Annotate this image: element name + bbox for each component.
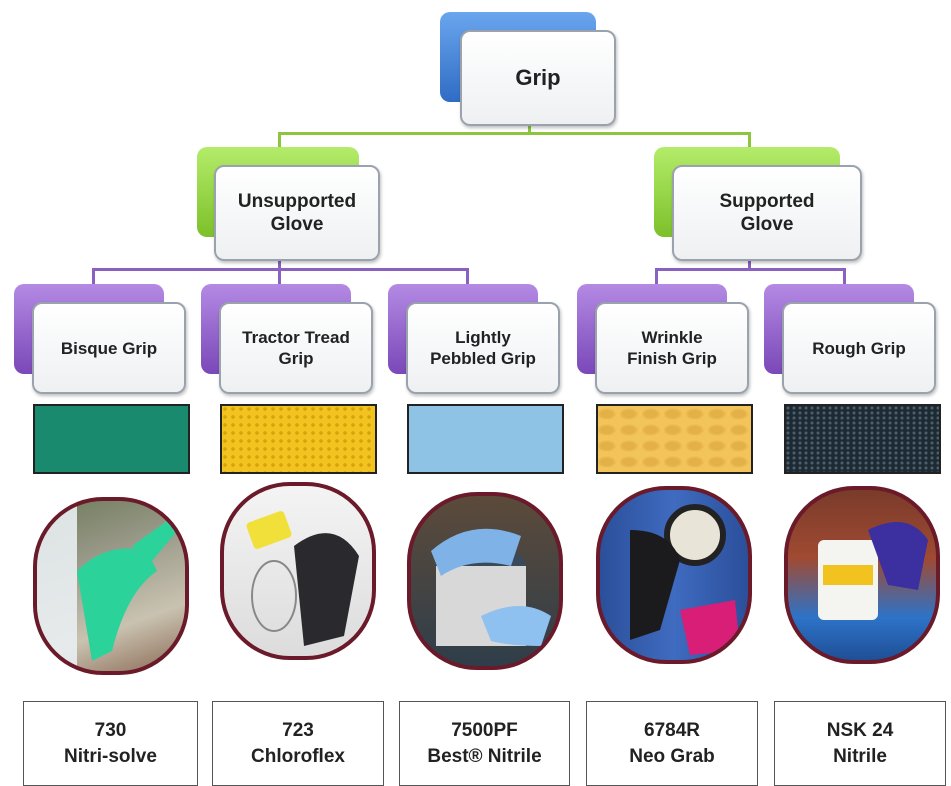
connector-branch-left-drop [278,132,281,154]
branch-right-label-line1: Supported [719,191,815,212]
leaf-2-node: Tractor Tread Grip [219,302,373,394]
product-code-2: 723 [282,719,314,741]
root-label: Grip [515,65,561,90]
product-name-3: Best® Nitrile [427,745,542,767]
leaf-1-node: Bisque Grip [32,302,186,394]
swatch-lightly-pebbled [407,404,564,474]
leaf-1-label-line1: Bisque Grip [60,338,158,358]
photo-723-black-glove [220,482,376,660]
photo-730-green-glove [33,497,189,675]
neo-grab-glove-icon [630,504,740,655]
photo-7500pf-blue-glove [407,492,563,670]
swatch-tractor-tread [220,404,377,474]
root-node: Grip [460,30,616,126]
product-label-4: 6784R Neo Grab [586,701,758,786]
swatch-rough-grip [784,404,941,474]
leaf-2-label-line1: Tractor Tread [242,328,350,347]
green-glove-icon [37,501,177,671]
leaf-3-label-line2: Pebbled Grip [430,349,536,368]
leaf-3-label-line1: Lightly [455,328,511,347]
blue-glove-icon [431,528,551,646]
nitrile-glove-icon [818,522,928,620]
connector-leaf-3-drop [466,268,469,288]
branch-right-node: Supported Glove [672,165,862,261]
product-code-4: 6784R [644,719,700,741]
product-name-2: Chloroflex [251,745,345,767]
connector-branch-right-drop [748,132,751,154]
product-label-3: 7500PF Best® Nitrile [399,701,570,786]
connector-root-stem [528,120,531,134]
connector-right-stem [748,256,751,270]
leaf-4-node: Wrinkle Finish Grip [595,302,749,394]
leaf-3-node: Lightly Pebbled Grip [406,302,560,394]
connector-root-branches [278,132,750,135]
connector-leaf-4-drop [655,268,658,288]
swatch-bisque-grip [33,404,190,474]
product-label-5: NSK 24 Nitrile [774,701,946,786]
leaf-4-label-line1: Wrinkle [641,328,703,347]
connector-leaf-5-drop [843,268,846,288]
product-code-5: NSK 24 [826,719,894,741]
black-glove-icon [246,511,359,646]
leaf-5-label-line1: Rough Grip [812,338,906,358]
product-name-5: Nitrile [833,745,887,767]
leaf-4-label-line2: Finish Grip [627,349,717,368]
connector-leaf-1-drop [92,268,95,288]
product-code-3: 7500PF [451,719,518,741]
swatch-wrinkle-finish [596,404,753,474]
photo-6784r-black-glove [596,486,752,664]
product-label-2: 723 Chloroflex [212,701,384,786]
branch-left-label-line1: Unsupported [237,191,357,212]
product-label-1: 730 Nitri-solve [23,701,198,786]
branch-left-node: Unsupported Glove [214,165,380,261]
connector-left-stem [278,256,281,270]
product-name-1: Nitri-solve [64,745,157,767]
branch-right-label-line2: Glove [740,214,794,235]
leaf-5-node: Rough Grip [782,302,936,394]
leaf-2-label-line2: Grip [278,349,314,368]
photo-nsk24-purple-glove [784,486,940,664]
product-code-1: 730 [94,719,127,741]
branch-left-label-line2: Glove [270,214,324,235]
product-name-4: Neo Grab [629,745,715,767]
connector-leaf-2-drop [278,268,281,288]
